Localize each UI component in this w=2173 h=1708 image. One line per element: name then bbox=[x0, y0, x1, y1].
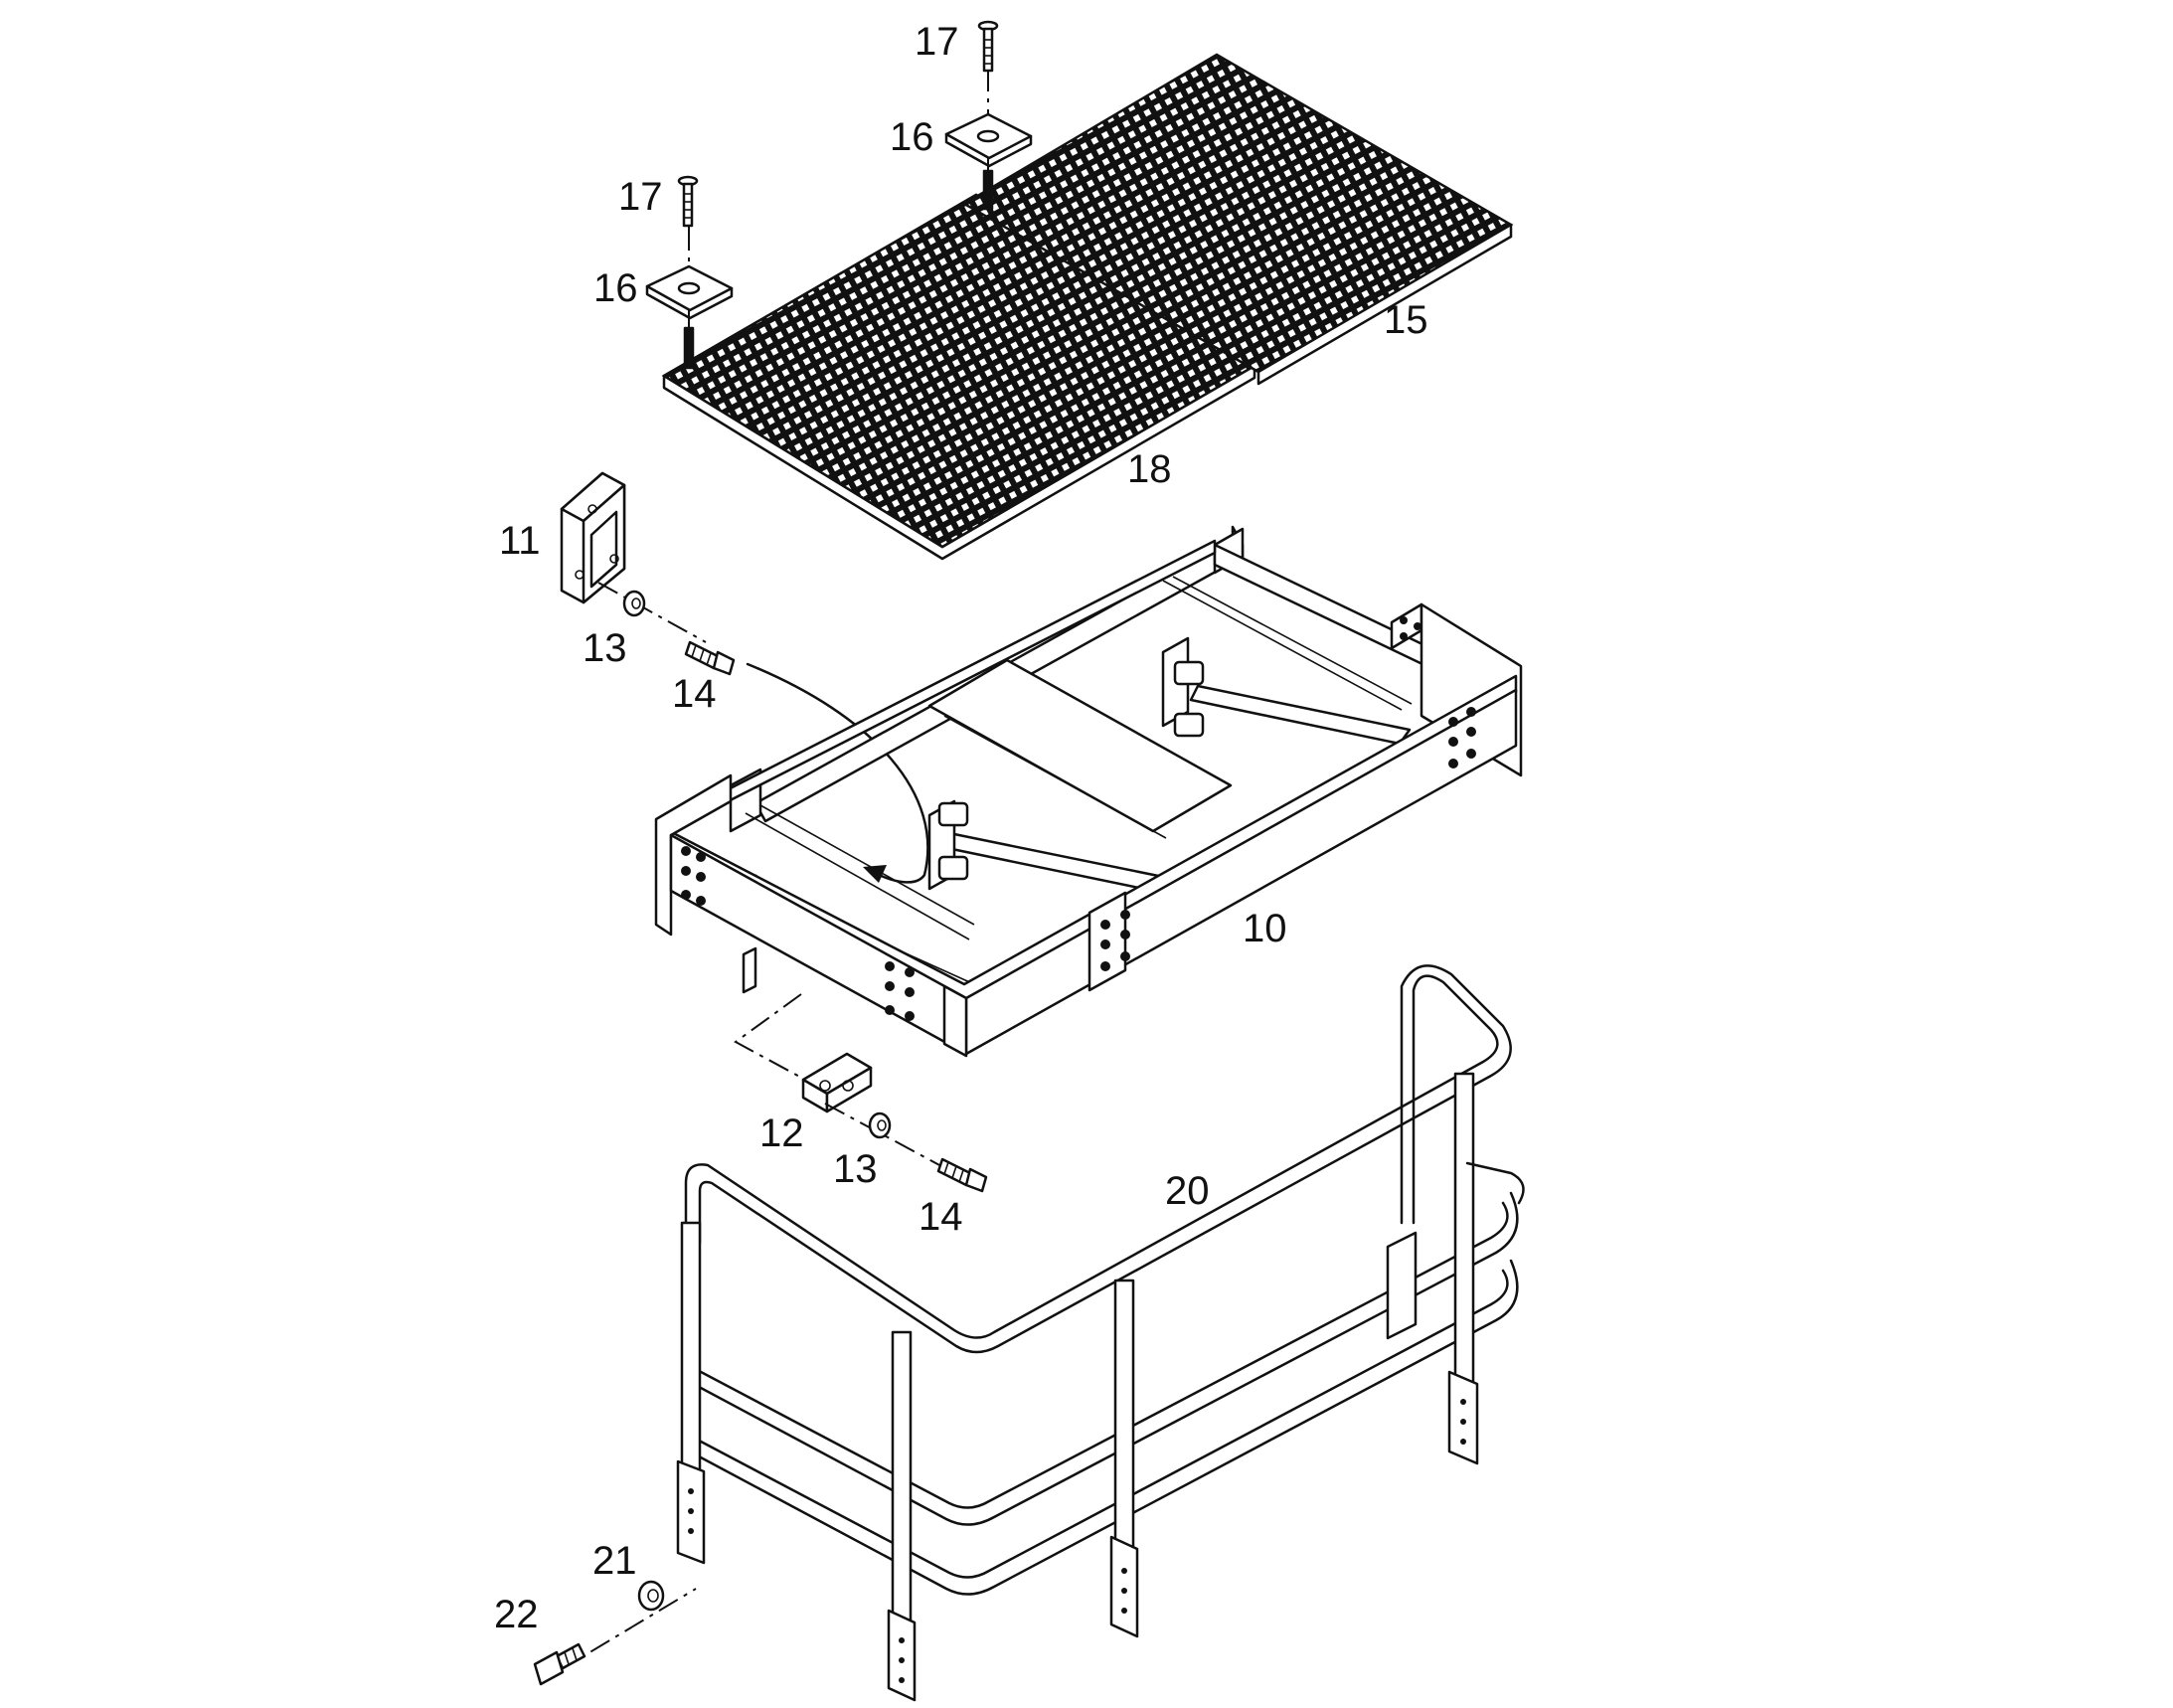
axis-line-21 bbox=[556, 1588, 697, 1673]
axis-line-12 bbox=[824, 1103, 955, 1174]
grating-panel-15 bbox=[961, 53, 1514, 386]
frame-10 bbox=[654, 525, 1523, 1058]
callout-10: 10 bbox=[1243, 907, 1287, 950]
callout-18: 18 bbox=[1127, 447, 1172, 491]
washer-13-top bbox=[622, 590, 646, 617]
callout-16-top-right: 16 bbox=[890, 115, 934, 159]
callout-13-top: 13 bbox=[583, 626, 627, 670]
callout-12: 12 bbox=[759, 1111, 804, 1155]
bolt-14-bottom bbox=[936, 1157, 988, 1193]
callout-11: 11 bbox=[499, 519, 541, 563]
callout-17-top-right: 17 bbox=[915, 20, 959, 64]
axis-line-11 bbox=[597, 582, 707, 643]
callout-17-left: 17 bbox=[618, 175, 663, 219]
bolt-22 bbox=[533, 1642, 586, 1686]
bracket-11 bbox=[560, 471, 626, 604]
callout-21: 21 bbox=[592, 1539, 637, 1583]
block-12 bbox=[734, 993, 873, 1113]
clamp-16-right bbox=[944, 70, 1033, 211]
washer-13-bottom bbox=[868, 1111, 892, 1139]
relocation-arrow bbox=[746, 662, 929, 884]
bolt-17-right bbox=[977, 20, 999, 73]
washer-21 bbox=[637, 1580, 665, 1612]
callout-22: 22 bbox=[494, 1593, 539, 1636]
bolt-17-left bbox=[677, 175, 699, 228]
callout-15: 15 bbox=[1384, 298, 1428, 342]
bolt-14-top bbox=[684, 640, 736, 676]
clamp-16-left bbox=[645, 219, 734, 370]
callout-16-left: 16 bbox=[593, 266, 638, 310]
callout-20: 20 bbox=[1165, 1169, 1210, 1213]
callout-14-top: 14 bbox=[672, 672, 717, 716]
railing-20 bbox=[676, 964, 1525, 1702]
callout-14-bottom: 14 bbox=[919, 1195, 963, 1239]
callout-13-bottom: 13 bbox=[833, 1147, 878, 1191]
